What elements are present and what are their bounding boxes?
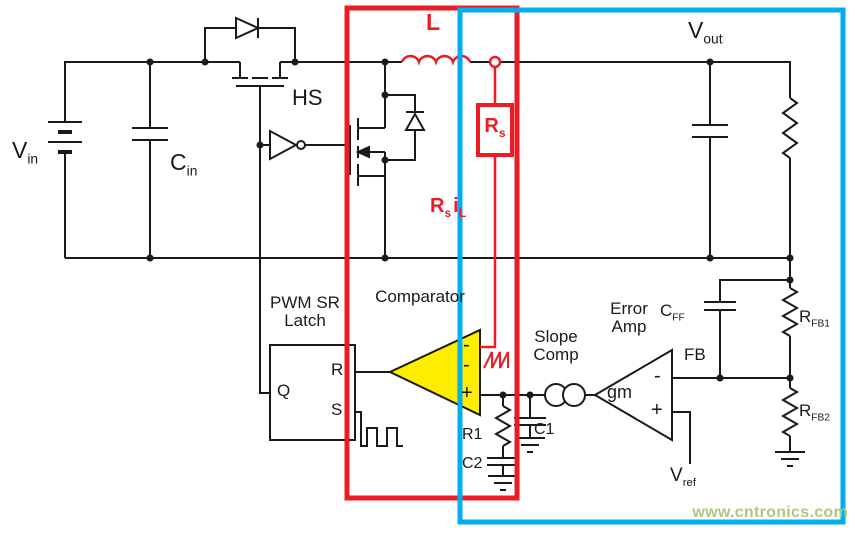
rs-sense-resistor-box <box>476 103 514 157</box>
gm-label: gm <box>607 382 633 402</box>
cin-capacitor <box>132 62 168 258</box>
watermark: www.cntronics.com <box>692 504 848 521</box>
hs-label: HS <box>292 85 323 110</box>
slope-sawtooth-icon <box>483 351 509 369</box>
red-highlight-box <box>344 5 520 501</box>
comparator-label: Comparator <box>375 287 465 306</box>
ls-body-diode <box>385 94 426 161</box>
top-diode <box>204 16 296 62</box>
inverter-gate <box>260 129 350 161</box>
sense-node-circle <box>488 55 502 69</box>
top-rail-right <box>500 61 791 98</box>
vref-label: Vref <box>670 465 696 489</box>
c1-label: C1 <box>534 421 555 438</box>
load-resistor <box>781 97 799 159</box>
r1-c2-branch <box>487 395 519 491</box>
rs-sense-wire <box>480 155 497 349</box>
top-rail-left <box>64 61 240 122</box>
latch-r-label: R <box>331 360 344 379</box>
current-sense-path <box>400 54 514 369</box>
rs-label: Rs <box>484 115 506 140</box>
output-capacitor <box>692 62 728 258</box>
inductor-label: L <box>426 9 441 35</box>
rfb1-label: RFB1 <box>799 307 830 330</box>
rfb2-label: RFB2 <box>799 401 830 424</box>
comparator-minus2-sign: - <box>463 354 470 376</box>
vin-label: Vin <box>12 137 39 167</box>
sr-latch-box <box>269 344 356 441</box>
power-stage-wires <box>48 16 805 491</box>
latch-q-label: Q <box>277 381 291 400</box>
vref-wire <box>672 411 691 464</box>
vin-battery <box>48 121 82 154</box>
gate-drive-wire <box>259 86 270 394</box>
rfb2-resistor <box>780 387 800 437</box>
cff-capacitor <box>704 279 790 378</box>
cff-label: CFF <box>660 301 685 324</box>
clock-pulse-icon <box>355 411 403 447</box>
error-amp-triangle <box>593 348 673 442</box>
c2-label: C2 <box>462 455 483 472</box>
cin-label: Cin <box>170 149 198 179</box>
rfb1-resistor <box>780 287 800 337</box>
feedback-divider <box>775 258 805 467</box>
error-amp-minus-sign: - <box>654 365 661 387</box>
ls-mosfet <box>349 62 386 258</box>
latch-s-label: S <box>331 400 343 419</box>
comparator-minus1-sign: - <box>463 334 470 356</box>
error-amp-plus-sign: + <box>651 399 663 421</box>
blue-highlight-box <box>457 7 846 525</box>
fb-label: FB <box>684 345 706 364</box>
r1-label: R1 <box>462 426 483 443</box>
inductor-coil <box>400 54 472 66</box>
junction-dots <box>146 58 794 399</box>
r1-resistor <box>493 405 513 447</box>
vout-label: Vout <box>688 17 723 47</box>
hs-mosfet <box>232 62 288 87</box>
comparator-plus-sign: + <box>461 382 473 404</box>
slope-current-source-icon2 <box>562 383 586 407</box>
